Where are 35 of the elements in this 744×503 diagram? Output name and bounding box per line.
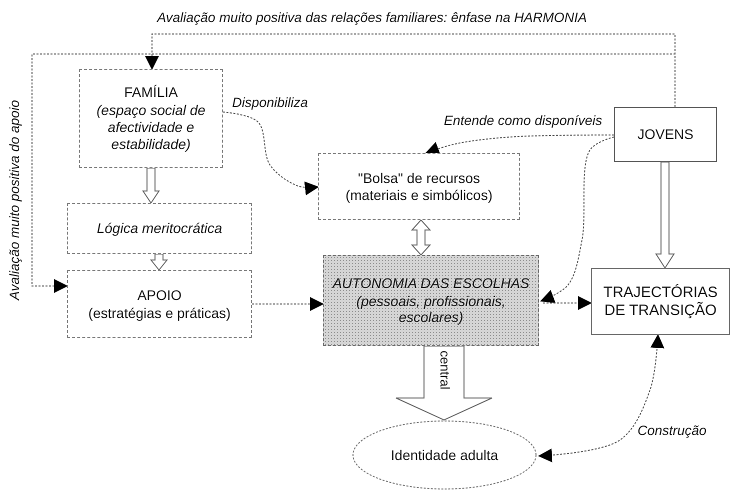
edge-label: Disponibiliza <box>230 95 310 111</box>
node-label: "Bolsa" de recursos (materiais e simbólicos) <box>344 170 494 204</box>
node-description: (pessoais, profissionais, escolares) <box>355 292 507 326</box>
process-box <box>79 69 223 168</box>
process-box <box>318 153 520 220</box>
arrow <box>32 54 676 293</box>
block-arrow <box>142 168 160 204</box>
node-description: (estratégias e práticas) <box>87 304 232 322</box>
node-description: (espaço social de afectividade e estabilidade) <box>96 102 206 153</box>
highlighted-box <box>323 255 539 346</box>
node-label: Identidade adulta <box>390 446 500 464</box>
process-box <box>591 268 730 335</box>
node-heading: APOIO <box>136 286 183 304</box>
arrow <box>222 112 319 196</box>
process-box <box>614 107 717 162</box>
block-arrow <box>655 162 675 269</box>
edge-label: Avaliação muito positiva das relações familiares: ênfase na HARMONIA <box>155 10 589 26</box>
process-box <box>67 203 252 254</box>
ellipse-node <box>352 420 537 490</box>
node-label: JOVENS <box>636 126 694 143</box>
edge-label: Construção <box>635 423 709 439</box>
node-heading: FAMÍLIA <box>123 84 179 102</box>
node-label: TRAJECTÓRIAS DE TRANSIÇÃO <box>602 284 719 320</box>
arrow <box>540 136 614 303</box>
edge-label: Entende como disponíveis <box>442 113 604 129</box>
arrow <box>252 297 324 311</box>
arrow <box>542 296 592 310</box>
arrow <box>538 334 664 462</box>
node-heading: AUTONOMIA DAS ESCOLHAS <box>331 274 530 292</box>
process-box <box>67 270 252 338</box>
edge-label: Avaliação muito positiva do apoio <box>7 98 23 302</box>
node-label: Lógica meritocrática <box>96 220 224 237</box>
block-arrow <box>410 219 432 256</box>
arrow <box>425 134 614 156</box>
block-arrow <box>150 254 168 271</box>
